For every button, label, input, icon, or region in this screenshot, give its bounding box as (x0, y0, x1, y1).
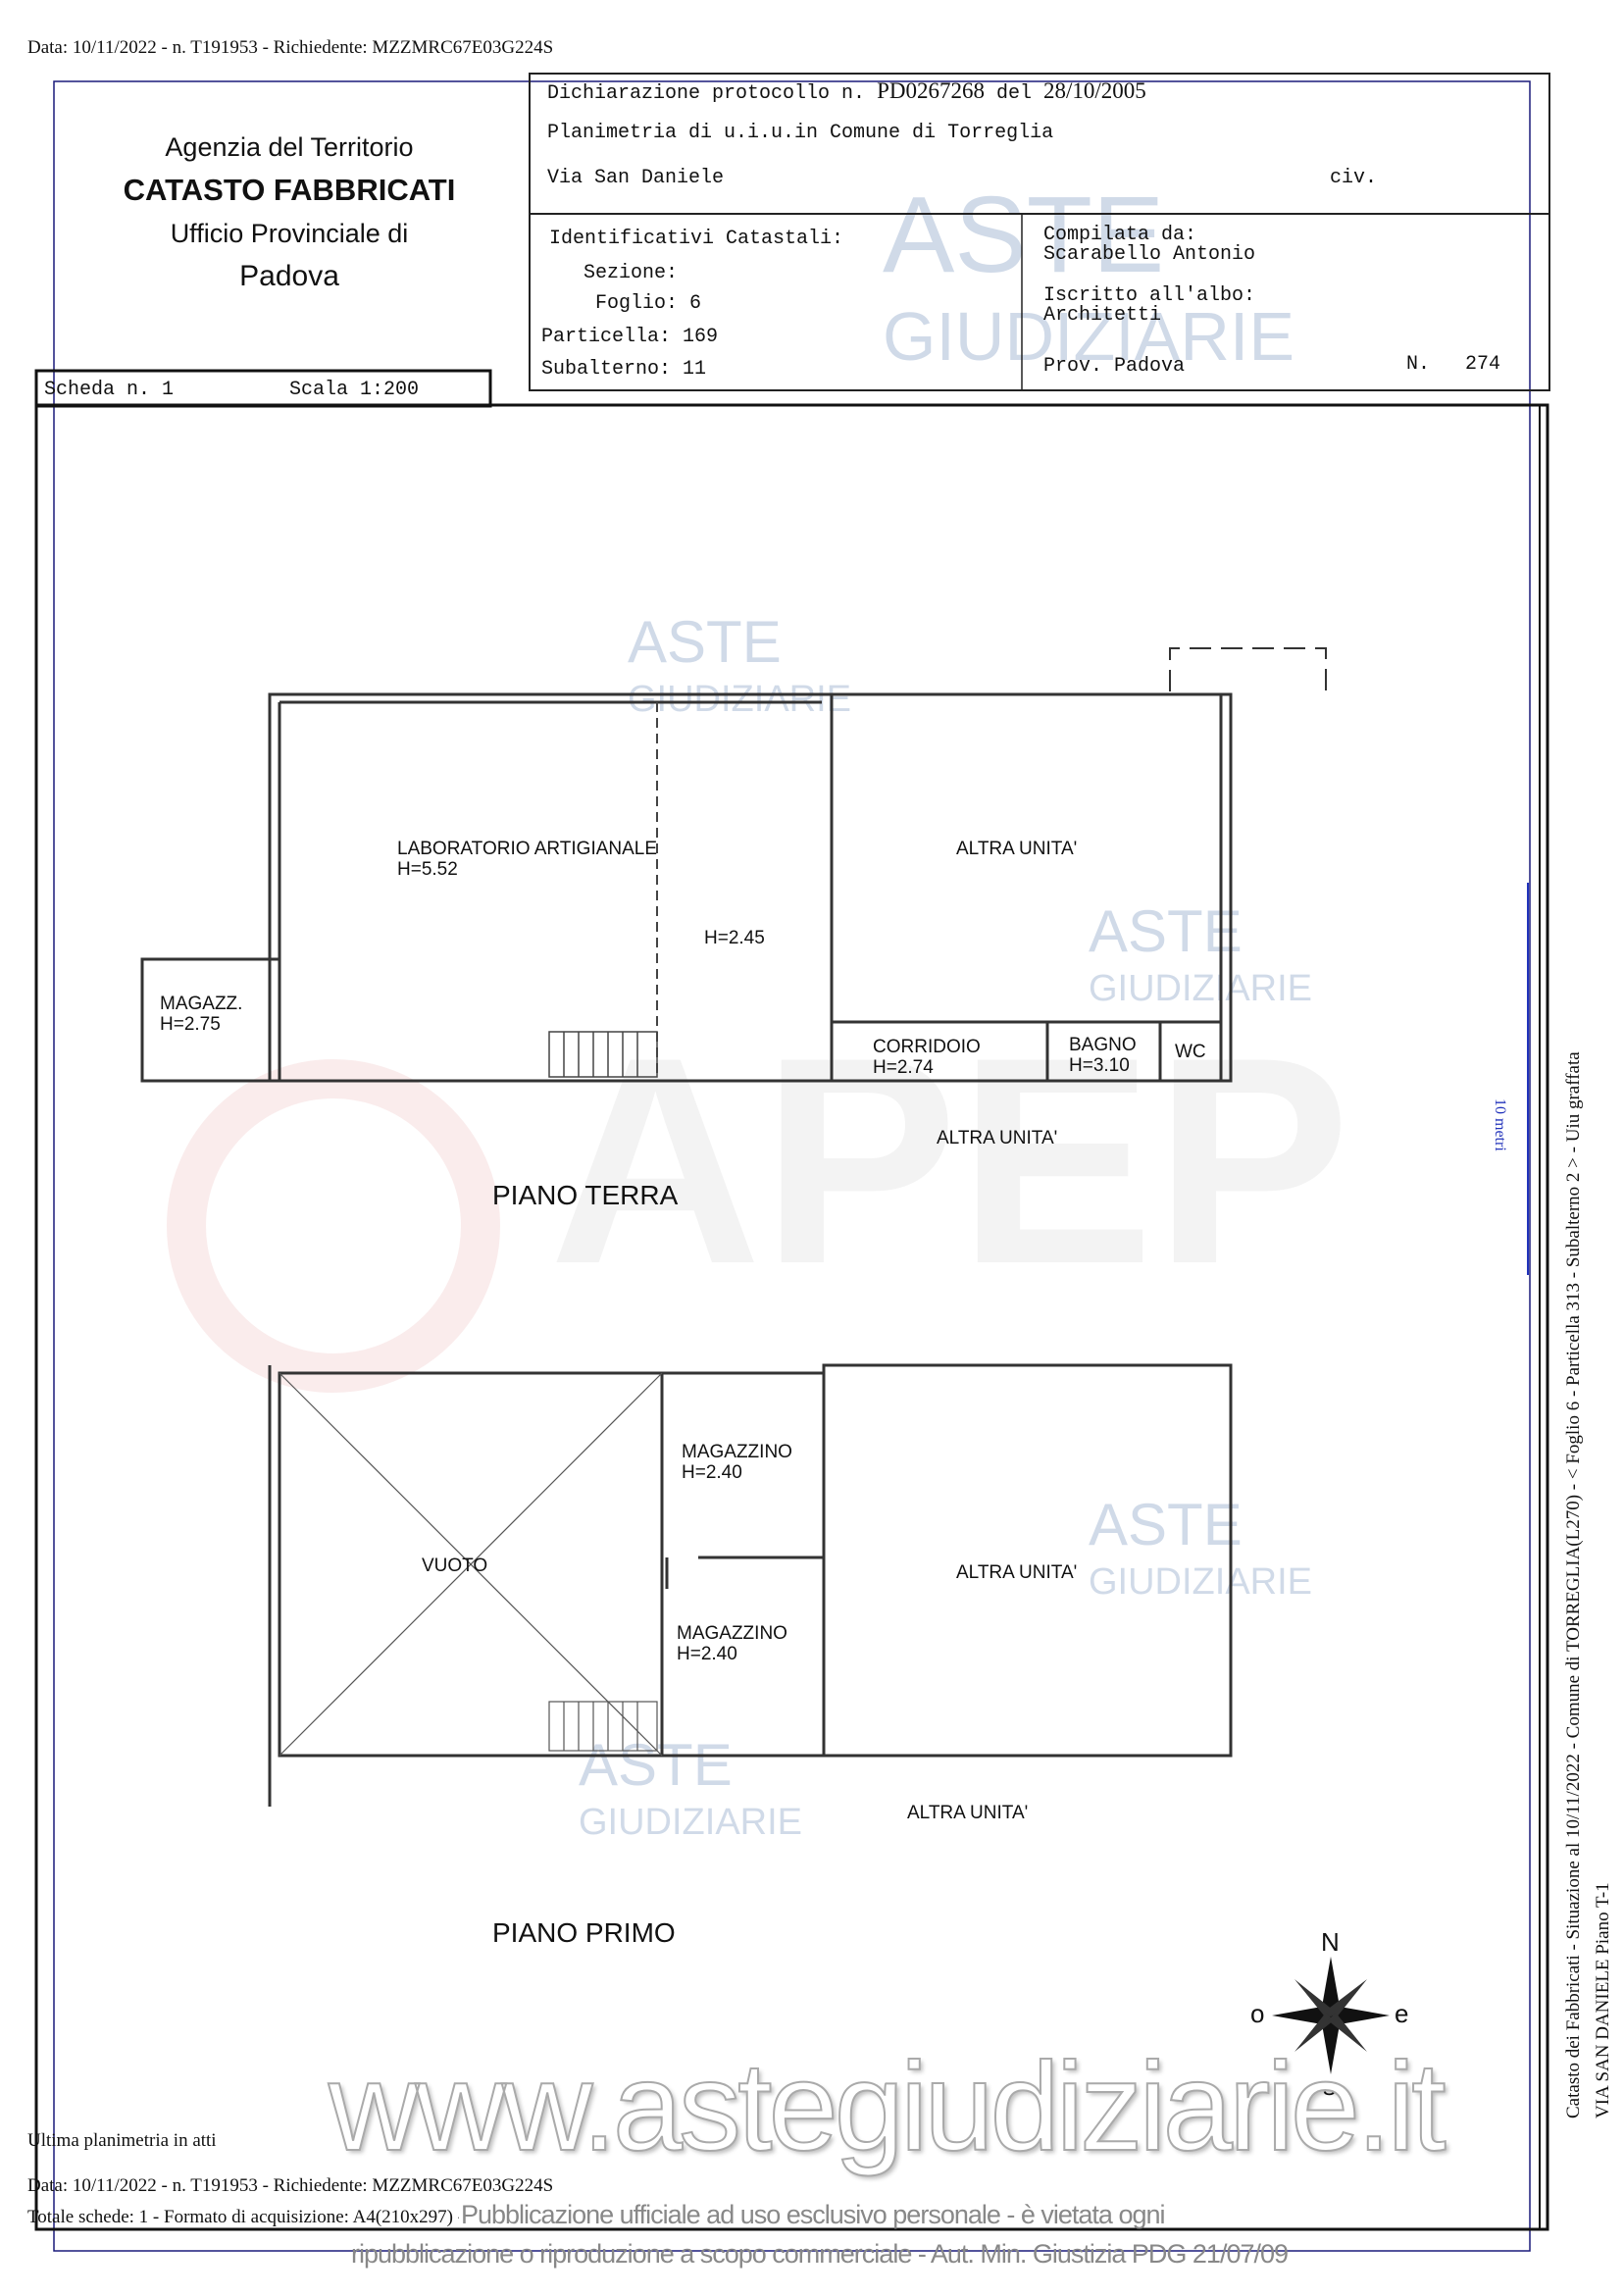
giudiziarie-text: GIUDIZIARIE (579, 1802, 803, 1843)
side-caption-line2: VIA SAN DANIELE Piano T-1 (1593, 1882, 1613, 2118)
room-magazz: MAGAZZ.H=2.75 (160, 994, 242, 1035)
compass-o: o (1250, 1999, 1265, 2028)
room-height: H=2.75 (160, 1014, 221, 1035)
room-height-mezzanine: H=2.45 (704, 928, 765, 948)
province: Prov. Padova (1043, 355, 1186, 378)
footer-totale: Totale schede: 1 - Formato di acquisizio… (27, 2207, 459, 2227)
particella: Particella: 169 (541, 326, 719, 348)
side-caption: Catasto dei Fabbricati - Situazione al 1… (1559, 1051, 1618, 2118)
room-height: H=2.74 (873, 1057, 934, 1078)
registration-number: N. 274 (1406, 353, 1500, 376)
agency-block: Agenzia del Territorio CATASTO FABBRICAT… (54, 126, 525, 298)
del-label: del (996, 82, 1033, 105)
room-height: H=3.10 (1069, 1055, 1130, 1076)
giudiziarie-text: GIUDIZIARIE (628, 679, 852, 720)
compass-e: e (1395, 1999, 1409, 2028)
request-info-top: Data: 10/11/2022 - n. T191953 - Richiede… (27, 37, 554, 58)
site-watermark: www.astegiudiziarie.it (328, 2036, 1447, 2178)
compiler-name: Scarabello Antonio (1043, 243, 1256, 266)
protocol-number: PD0267268 (877, 78, 985, 103)
giudiziarie-text: GIUDIZIARIE (1089, 1561, 1313, 1603)
albo-value: Architetti (1043, 304, 1162, 327)
floor-title-ground: PIANO TERRA (492, 1180, 679, 1210)
declaration-label: Dichiarazione protocollo n. (547, 82, 866, 105)
room-name: BAGNO (1069, 1035, 1137, 1055)
room-name: MAGAZZINO (682, 1442, 792, 1462)
office-label: Ufficio Provinciale di (170, 219, 409, 248)
planimetria-line: Planimetria di u.i.u.in Comune di Torreg… (547, 122, 1054, 144)
aste-text: ASTE (1089, 898, 1243, 964)
aste-text: ASTE (883, 175, 1165, 295)
foglio: Foglio: 6 (595, 292, 702, 315)
compass-rose-icon (1272, 1957, 1390, 2074)
address: Via San Daniele (547, 167, 725, 189)
aste-text: ASTE (579, 1732, 733, 1798)
room-altra-unita: ALTRA UNITA' (956, 1562, 1078, 1583)
giudiziarie-text: GIUDIZIARIE (883, 298, 1295, 375)
footer-request-info: Data: 10/11/2022 - n. T191953 - Richiede… (27, 2175, 554, 2196)
room-height: H=2.40 (682, 1462, 742, 1483)
catasto-title: CATASTO FABBRICATI (123, 173, 456, 207)
aste-text: ASTE (1089, 1492, 1243, 1557)
declaration-date: 28/10/2005 (1043, 78, 1146, 103)
n-value: 274 (1465, 353, 1501, 376)
notice-line2: ripubblicazione o riproduzione a scopo c… (351, 2239, 1289, 2269)
albo-block: Iscritto all'albo:Architetti (1043, 286, 1255, 326)
scale: Scala 1:200 (289, 379, 420, 401)
aste-text: ASTE (628, 609, 782, 675)
sezione: Sezione: (584, 262, 679, 284)
scale-bar-label: 10 metri (1492, 1098, 1508, 1151)
room-name: MAGAZZ. (160, 994, 243, 1014)
room-altra-unita: ALTRA UNITA' (956, 839, 1078, 859)
side-caption-line1: Catasto dei Fabbricati - Situazione al 1… (1563, 1051, 1584, 2118)
floor-title-first: PIANO PRIMO (492, 1917, 676, 1948)
footer-ultima: Ultima planimetria in atti (27, 2130, 217, 2151)
apep-watermark: APEP (549, 995, 1350, 1325)
room-altra-unita: ALTRA UNITA' (937, 1128, 1058, 1148)
agency-name: Agenzia del Territorio (165, 132, 414, 162)
scheda-number: Scheda n. 1 (44, 379, 175, 401)
room-name: LABORATORIO ARTIGIANALE (397, 839, 658, 859)
ids-title: Identificativi Catastali: (549, 228, 844, 250)
albo-label: Iscritto all'albo: (1043, 284, 1256, 307)
room-name: MAGAZZINO (677, 1623, 787, 1644)
office-city: Padova (239, 260, 339, 292)
compass-s: s (1323, 2071, 1336, 2101)
compiler-block: Compilata da:Scarabello Antonio (1043, 226, 1255, 265)
room-height: H=5.52 (397, 859, 458, 880)
room-height: H=2.40 (677, 1644, 737, 1664)
subalterno: Subalterno: 11 (541, 358, 707, 381)
giudiziarie-text: GIUDIZIARIE (1089, 968, 1313, 1009)
compass-n: N (1321, 1927, 1340, 1957)
room-name: CORRIDOIO (873, 1037, 981, 1057)
civ-label: civ. (1330, 167, 1378, 189)
room-vuoto: VUOTO (422, 1556, 488, 1576)
n-label: N. (1406, 353, 1431, 376)
declaration-line: Dichiarazione protocollo n. PD0267268 de… (547, 78, 1146, 105)
room-wc: WC (1175, 1042, 1206, 1062)
room-altra-unita: ALTRA UNITA' (907, 1803, 1029, 1823)
notice-line1: Pubblicazione ufficiale ad uso esclusivo… (461, 2200, 1165, 2229)
compiler-label: Compilata da: (1043, 224, 1197, 246)
